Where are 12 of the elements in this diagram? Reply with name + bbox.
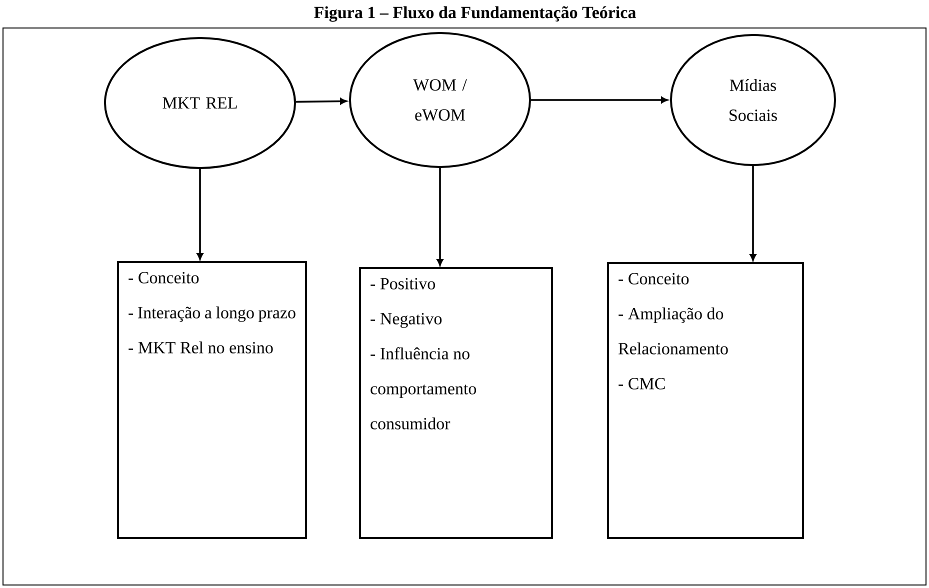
ellipse-node: MKT REL [104, 37, 296, 169]
arrow [750, 166, 756, 261]
figure-title: Figura 1 – Fluxo da Fundamentação Teórica [314, 6, 636, 22]
ellipse-node: Mídias Sociais [670, 34, 836, 166]
text-box: - Conceito - Ampliação do Relacionamento - CMC [607, 262, 804, 539]
text-box: - Conceito - Interação a longo prazo - MKT Rel no ensino [117, 261, 307, 539]
arrow [436, 168, 444, 266]
ellipse-node: WOM / eWOM [349, 32, 531, 168]
text-box: - Positivo - Negativo - Influência no comportamento consumidor [359, 267, 553, 539]
arrow [296, 98, 347, 104]
arrow [196, 169, 204, 260]
arrow [531, 96, 668, 104]
